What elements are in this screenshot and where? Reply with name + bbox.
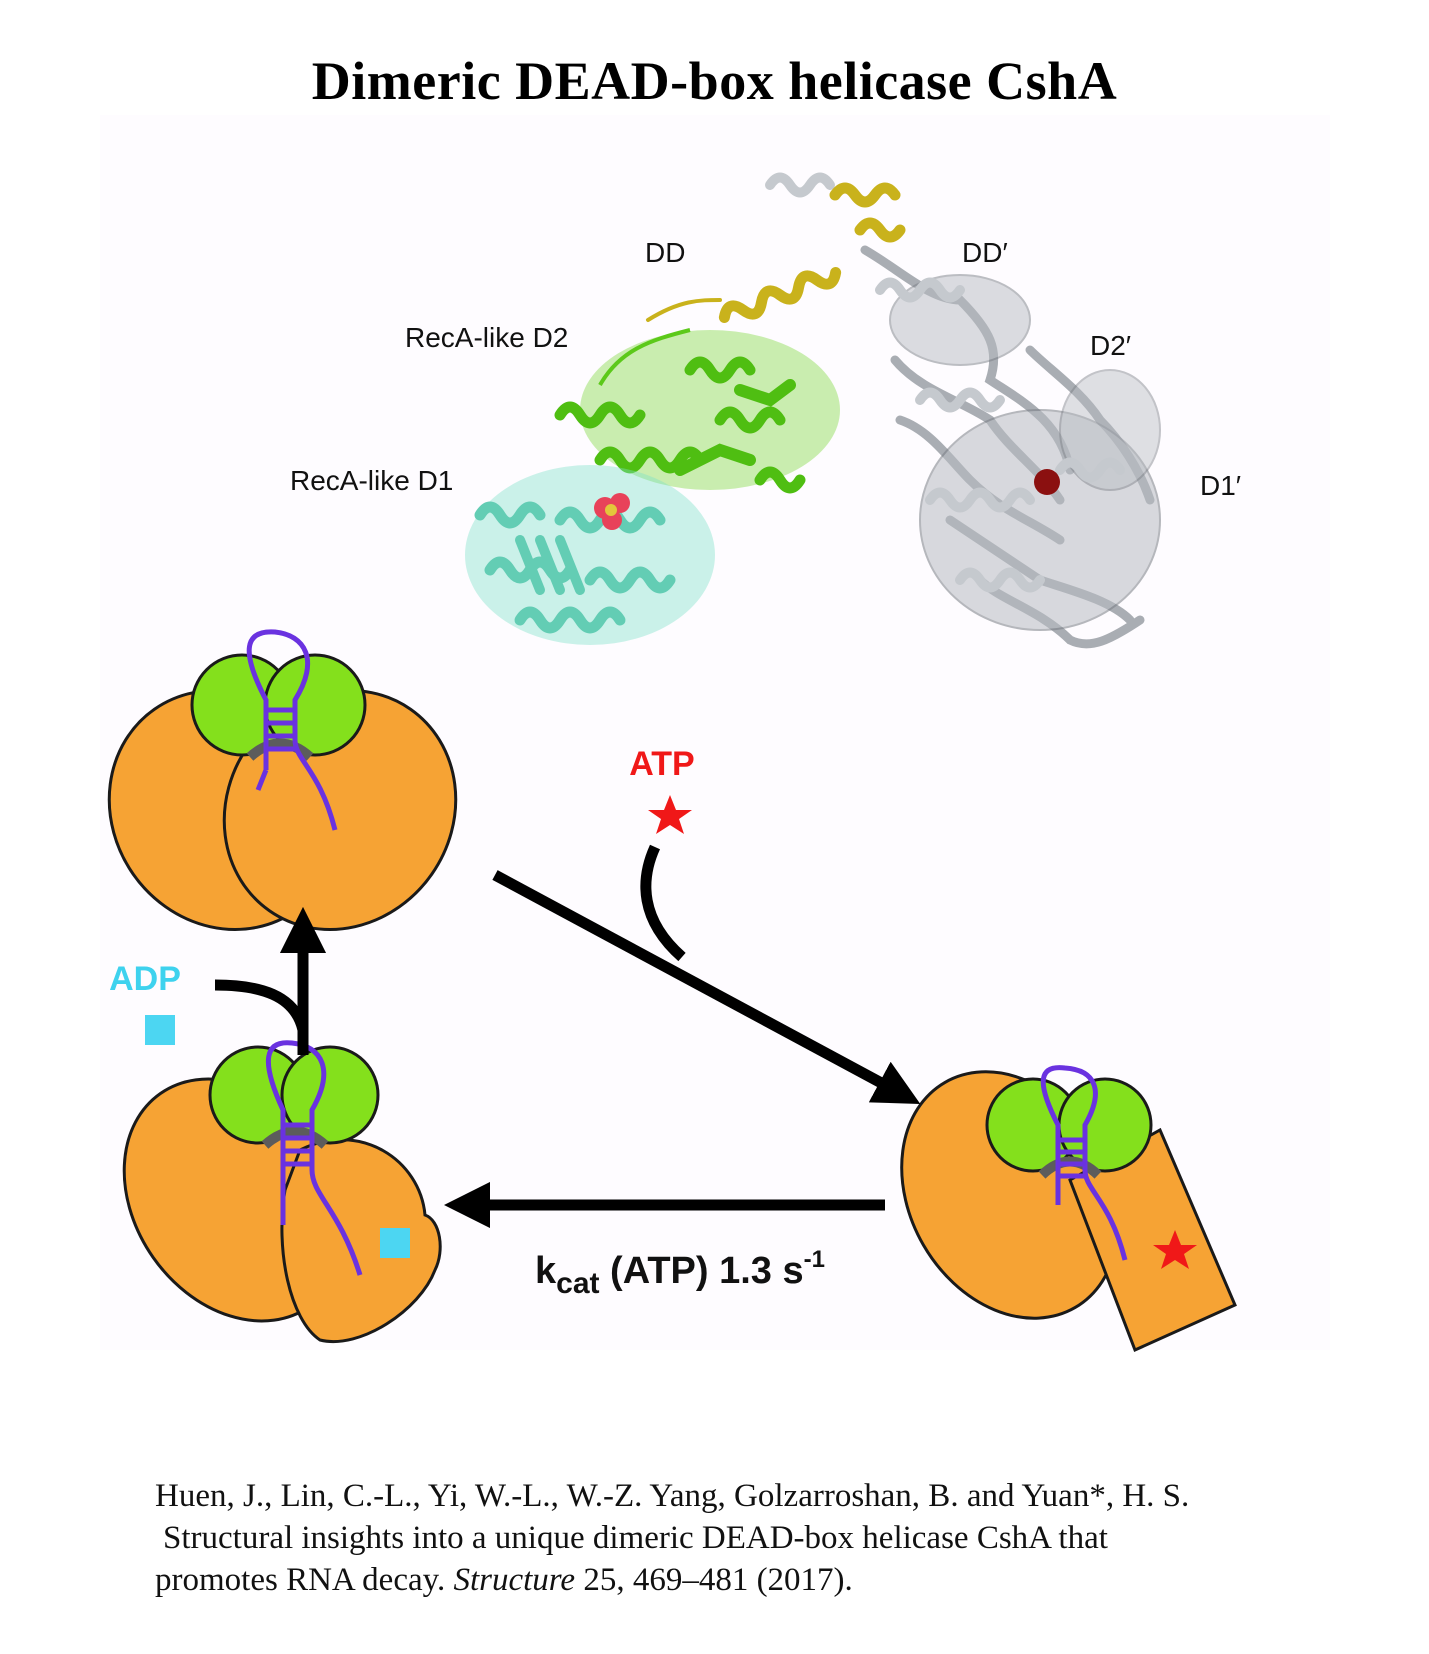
atp-star-icon [648,795,692,834]
label-d2-prime: D2′ [1090,330,1131,361]
citation-journal: Structure [453,1562,576,1598]
state-rna-bound-apo [107,629,458,931]
citation-line-2: Structural insights into a unique dimeri… [163,1520,1108,1556]
label-d1-prime: D1′ [1200,470,1241,501]
bound-atp-star-icon [1153,1230,1197,1269]
label-recA-d2: RecA-like D2 [405,322,568,353]
rate-rest: (ATP) 1.3 s [600,1250,804,1292]
citation-line-1: Huen, J., Lin, C.-L., Yi, W.-L., W.-Z. Y… [155,1478,1190,1514]
recA-d2-green [554,328,840,494]
citation-line-3: promotes RNA decay. Structure 25, 469–48… [155,1559,1355,1601]
figure-title: Dimeric DEAD-box helicase CshA [311,51,1118,111]
diagram-canvas: DD DD′ RecA-like D2 D2′ RecA-like D1 D1′ [107,172,1241,1353]
citation: Huen, J., Lin, C.-L., Yi, W.-L., W.-Z. Y… [155,1475,1355,1601]
atp-entry-curve [640,844,686,962]
state-atp-bound [900,1065,1237,1353]
reaction-arrows [214,844,921,1229]
citation-line-3-post: 25, 469–481 (2017). [575,1562,853,1598]
citation-line-3-pre: promotes RNA decay. [155,1562,454,1598]
label-dd-prime: DD′ [962,237,1008,268]
kcat-rate-label: kcat (ATP) 1.3 s-1 [535,1246,825,1300]
rna-stem-loop [1040,1065,1128,1261]
adp-square-icon [145,1015,175,1045]
recA-d1-cyan [465,465,715,645]
partner-ligand-sphere [1034,469,1060,495]
rate-sup: -1 [804,1246,825,1273]
dd-domain-yellow [646,182,906,323]
atp-label: ATP [629,745,694,783]
atp-site-ligand [594,493,630,530]
rate-k: k [535,1250,557,1292]
protein-structure: DD DD′ RecA-like D2 D2′ RecA-like D1 D1′ [290,172,1241,649]
rna-stem-loop [265,1040,363,1276]
bound-adp-square-icon [380,1228,410,1258]
state-adp-bound [122,1040,442,1343]
partner-helix-coils [765,172,1125,593]
atp-binding-arrow [492,870,921,1104]
label-recA-d1: RecA-like D1 [290,465,453,496]
adp-exit-curve [214,979,309,1032]
label-dd: DD [645,237,685,268]
partner-domain-blobs [889,274,1161,631]
rna-stem-loop [246,629,338,831]
adp-label: ADP [109,960,181,998]
rate-sub: cat [556,1267,599,1300]
